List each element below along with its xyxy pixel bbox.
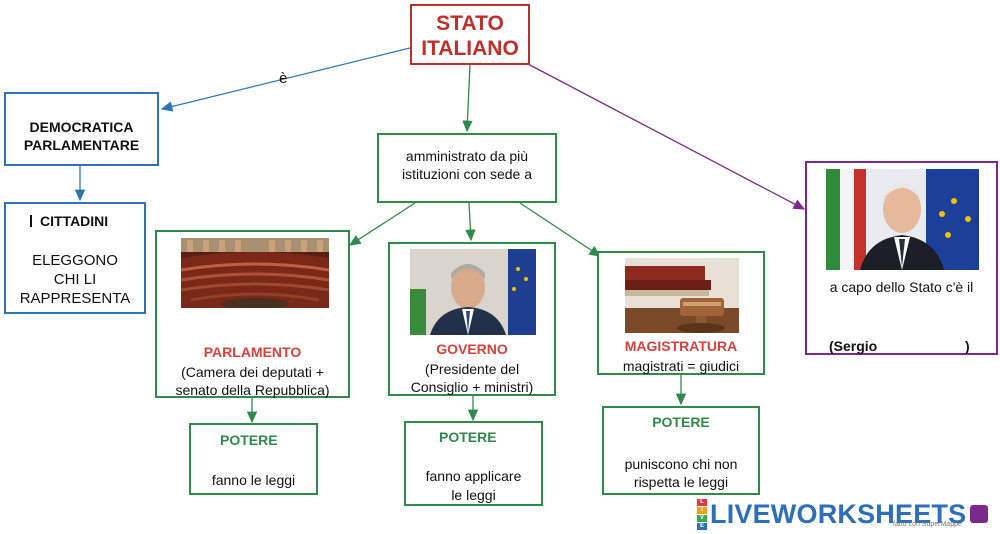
logo-letter-l: L (697, 498, 707, 506)
stato-title-line2: ITALIANO (421, 37, 519, 60)
potere-esecutivo-line2: le leggi (451, 487, 496, 503)
node-potere-esecutivo[interactable]: POTERE fanno applicare le leggi (404, 421, 543, 506)
cittadini-title: CITTADINI (40, 213, 109, 229)
edge-stato-amministrato (462, 63, 473, 133)
amministrato-line1: amministrato da più (405, 148, 529, 164)
node-magistratura[interactable]: MAGISTRATURA magistrati = giudici (597, 251, 765, 375)
edge-amministrato-magistratura (519, 202, 602, 257)
edge-label-e: è (279, 70, 288, 87)
liveworksheets-watermark: L I V E LIVEWORKSHEETS (697, 498, 989, 530)
gavel-photo (625, 258, 739, 333)
democratica-line2: PARLAMENTARE (23, 137, 140, 153)
president-photo (826, 169, 979, 270)
stato-title-line1: STATO (436, 12, 504, 35)
potere-giudiziario-line1: puniscono chi non (624, 456, 738, 472)
watermark-note: fatto con SuperMappe (893, 521, 962, 528)
node-amministrato[interactable]: amministrato da più istituzioni con sede… (377, 133, 557, 203)
edge-amministrato-parlamento (348, 202, 416, 246)
parliament-photo (181, 238, 329, 308)
node-stato-italiano[interactable]: STATO ITALIANO (410, 4, 530, 65)
node-parlamento[interactable]: PARLAMENTO (Camera dei deputati + senato… (155, 230, 350, 398)
edge-stato-democratica (160, 47, 411, 112)
potere-legislativo-title: POTERE (220, 432, 278, 448)
magistratura-title: MAGISTRATURA (624, 338, 738, 354)
cittadini-bullet (30, 215, 32, 227)
presidente-line1: a capo dello Stato c'è il (829, 279, 974, 295)
presidente-name-close: ) (965, 338, 970, 354)
potere-esecutivo-line1: fanno applicare (425, 468, 522, 484)
liveworksheets-text: LIVEWORKSHEETS (710, 498, 967, 529)
potere-esecutivo-title: POTERE (439, 429, 497, 445)
potere-legislativo-line1: fanno le leggi (211, 472, 296, 488)
governo-title: GOVERNO (436, 341, 508, 357)
logo-letter-i: I (697, 506, 707, 514)
liveworksheets-corner-icon (970, 505, 989, 523)
potere-giudiziario-line2: rispetta le leggi (633, 474, 729, 490)
potere-giudiziario-title: POTERE (652, 414, 710, 430)
logo-letter-e: E (697, 522, 707, 530)
governo-line1: (Presidente del (424, 361, 520, 377)
edge-amministrato-governo (465, 202, 476, 242)
cittadini-body: ELEGGONO CHI LI RAPPRESENTA (6, 251, 144, 308)
democratica-line1: DEMOCRATICA (29, 119, 134, 135)
node-presidente[interactable]: a capo dello Stato c'è il (Sergio ) (805, 161, 998, 355)
presidente-name-open: (Sergio (829, 338, 878, 354)
node-democratica-parlamentare[interactable]: DEMOCRATICA PARLAMENTARE (4, 92, 159, 166)
cittadini-line1: ELEGGONO (32, 252, 118, 269)
liveworksheets-logo: L I V E (697, 498, 707, 530)
logo-letter-v: V (697, 514, 707, 522)
parlamento-line1: (Camera dei deputati + (181, 364, 324, 380)
parlamento-title: PARLAMENTO (203, 344, 302, 360)
governo-line2: Consiglio + ministri) (410, 379, 534, 395)
node-governo[interactable]: GOVERNO (Presidente del Consiglio + mini… (388, 242, 556, 396)
government-photo (410, 249, 536, 335)
edge-stato-presidente (527, 63, 806, 210)
parlamento-line2: senato della Repubblica) (175, 382, 330, 398)
node-cittadini[interactable]: CITTADINI ELEGGONO CHI LI RAPPRESENTA (4, 202, 146, 314)
amministrato-line2: istituzioni con sede a (402, 166, 532, 182)
node-potere-legislativo[interactable]: POTERE fanno le leggi (189, 423, 318, 495)
cittadini-title-row: CITTADINI (30, 212, 108, 230)
magistratura-line1: magistrati = giudici (622, 358, 740, 374)
cittadini-line2: CHI LI (53, 271, 97, 288)
cittadini-line3: RAPPRESENTA (19, 290, 131, 307)
node-potere-giudiziario[interactable]: POTERE puniscono chi non rispetta le leg… (602, 406, 760, 495)
